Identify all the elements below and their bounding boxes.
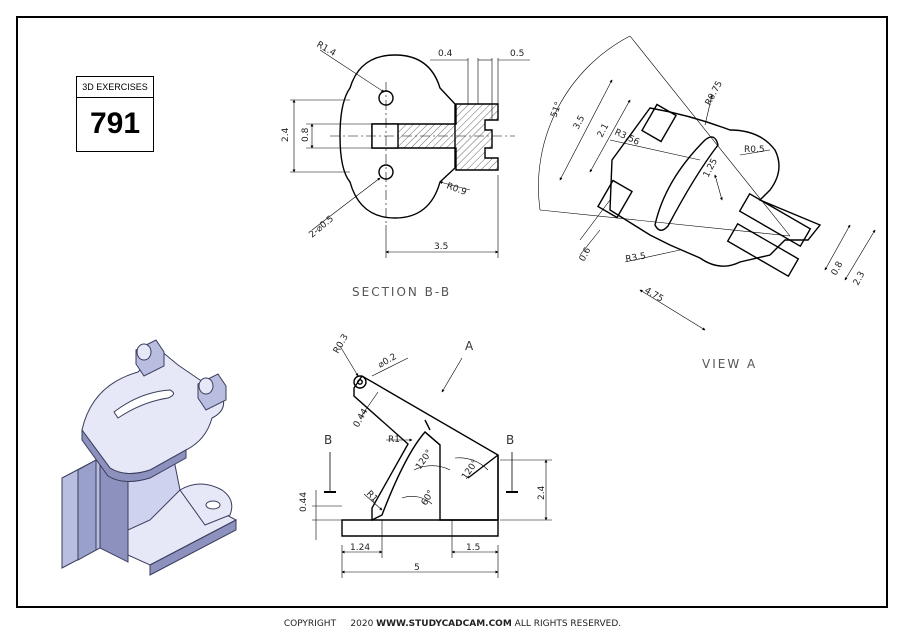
dim-d02: ⌀0.2 <box>377 352 399 371</box>
dim-475: 4.75 <box>643 286 665 305</box>
iso-base-hole <box>205 500 221 510</box>
section-dim-lines <box>290 49 530 258</box>
arrow-a-label: A <box>465 339 474 353</box>
iso-plate-slot <box>113 389 174 419</box>
dim-60: 60° <box>420 489 437 508</box>
dim-044b: 0.44 <box>299 492 309 512</box>
front-outline <box>341 519 499 537</box>
view-a-tab-2 <box>597 179 633 219</box>
isometric-view <box>61 339 238 576</box>
dim-r05: R0.5 <box>744 145 765 155</box>
iso-pin-1-end <box>136 343 152 361</box>
dim-holes: 2-⌀0.5 <box>308 214 336 240</box>
cut-label-left: B <box>324 433 332 447</box>
section-title: SECTION B-B <box>352 285 451 299</box>
dim-a35: 3.5 <box>572 114 588 131</box>
iso-column-slot <box>77 459 97 561</box>
front-dim-lines <box>312 345 552 578</box>
dim-124: 1.24 <box>350 543 370 553</box>
exercise-number: 791 <box>89 107 141 140</box>
dim-24: 2.4 <box>281 127 291 142</box>
dim-r1a: R1 <box>388 435 400 445</box>
dim-a21: 2.1 <box>596 122 612 139</box>
dim-a51: 51° <box>549 101 564 119</box>
dim-05: 0.5 <box>510 49 524 59</box>
dim-24f: 2.4 <box>537 485 547 500</box>
view-a-lug-2 <box>726 222 800 278</box>
view-a-plate <box>609 107 822 267</box>
dim-08: 0.8 <box>301 127 311 142</box>
section-hatched-profile <box>371 103 499 171</box>
dim-04: 0.4 <box>438 49 453 59</box>
dim-r14: R1.4 <box>315 40 338 59</box>
front-pin <box>353 375 367 389</box>
footer-year: 2020 <box>350 619 374 629</box>
dim-23: 2.3 <box>852 270 868 287</box>
dim-15: 1.5 <box>466 543 480 553</box>
dim-r075: R0.75 <box>704 79 725 107</box>
section-view <box>290 49 530 258</box>
dim-r35: R3.5 <box>625 252 647 265</box>
view-a-tab-1 <box>641 103 677 143</box>
dim-044a: 0.44 <box>352 407 371 430</box>
iso-pin-2-end <box>198 377 214 395</box>
section-dim-texts: R1.4 0.4 0.5 2.4 0.8 R0.9 2-⌀0.5 3.5 SEC… <box>281 40 524 299</box>
view-a-title: VIEW A <box>702 357 757 371</box>
section-outline <box>339 54 456 219</box>
front-dim-texts: R0.3 ⌀0.2 0.44 R1 120° 120° R1 60° 0.44 … <box>299 333 547 573</box>
view-a-dim-texts: 51° 3.5 2.1 R0.75 R3.56 R0.5 1.25 0.6 R3… <box>549 79 867 371</box>
footer-site-link[interactable]: WWW.STUDYCADCAM.COM <box>376 619 512 629</box>
dim-5: 5 <box>414 563 420 573</box>
footer-rights: ALL RIGHTS RESERVED. <box>514 619 622 629</box>
footer: COPYRIGHT 2020 WWW.STUDYCADCAM.COM ALL R… <box>0 619 905 629</box>
dim-35: 3.5 <box>434 242 448 252</box>
dim-r356: R3.56 <box>613 128 641 148</box>
exercise-title-box: 3D EXERCISES 791 <box>76 76 154 152</box>
iso-base-front <box>149 519 237 576</box>
dim-125: 1.25 <box>702 157 720 179</box>
view-a-dim-lines <box>538 35 876 331</box>
front-view <box>312 345 552 578</box>
view-a-lug-1 <box>738 192 812 248</box>
dim-r09: R0.9 <box>445 181 468 198</box>
drawing-sheet-border <box>16 16 888 608</box>
view-a <box>538 35 876 331</box>
dim-120a: 120° <box>414 448 435 472</box>
dim-a06: 0.6 <box>578 246 594 264</box>
iso-plate-edge <box>81 428 187 482</box>
dim-r03: R0.3 <box>332 333 351 356</box>
dim-a08: 0.8 <box>830 260 846 278</box>
view-a-slot <box>654 136 719 231</box>
cut-label-right: B <box>506 433 514 447</box>
footer-copyright: COPYRIGHT <box>283 619 337 629</box>
front-bracket <box>353 375 499 522</box>
exercise-label: 3D EXERCISES <box>77 77 153 98</box>
dim-r1b: R1 <box>364 489 380 505</box>
